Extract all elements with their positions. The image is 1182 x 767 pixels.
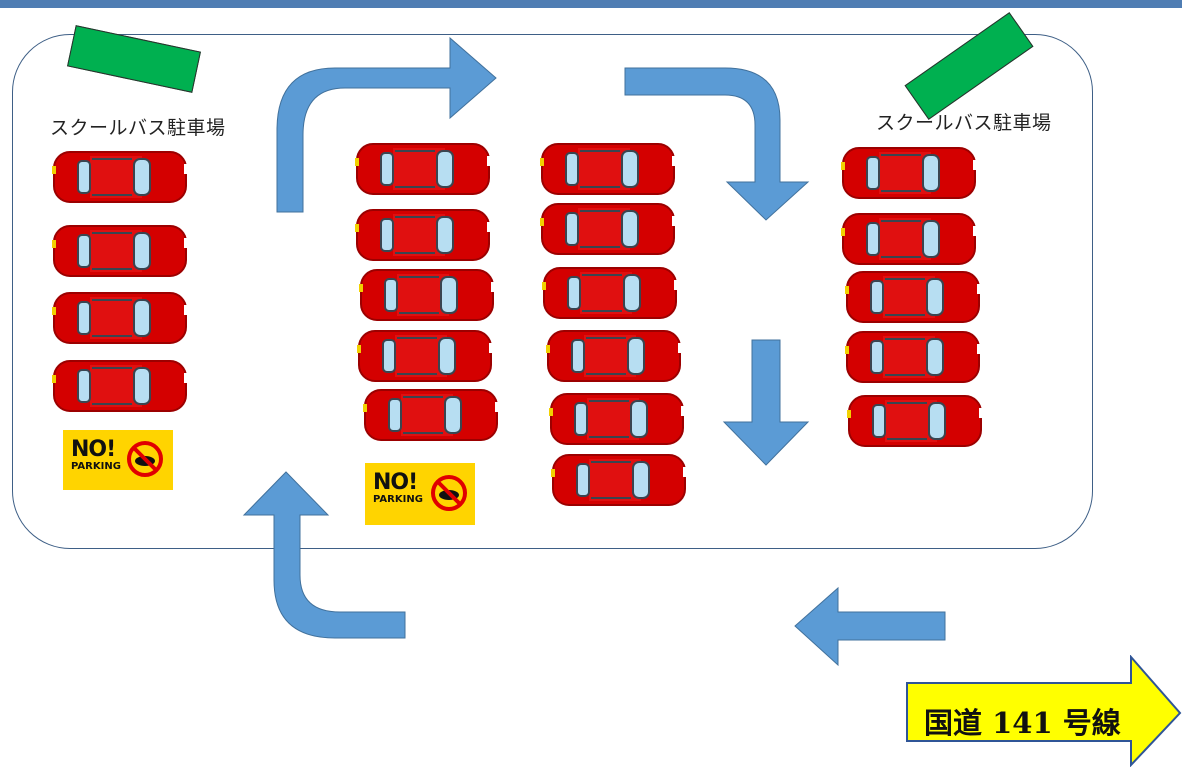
car [843, 328, 983, 386]
car [50, 222, 190, 280]
car [839, 210, 979, 268]
no-parking-sign-sub: PARKING [373, 494, 423, 505]
car [50, 357, 190, 415]
car [845, 392, 985, 450]
car [353, 140, 493, 198]
no-parking-icon [431, 475, 467, 511]
car [839, 144, 979, 202]
car [353, 206, 493, 264]
no-parking-sign-left: NO! PARKING [63, 430, 173, 490]
route-sign-arrow-icon [906, 655, 1182, 767]
arrow-left-icon [794, 586, 946, 667]
bus-parking-label-right: スクールバス駐車場 [876, 112, 1052, 134]
car [540, 264, 680, 322]
car [538, 200, 678, 258]
route-label: 国道 141 号線 [924, 706, 1121, 740]
car [357, 266, 497, 324]
top-border [0, 0, 1182, 8]
car [843, 268, 983, 326]
no-parking-sign-main: NO! [373, 470, 418, 495]
car [544, 327, 684, 385]
car [50, 148, 190, 206]
bus-parking-label-left: スクールバス駐車場 [50, 117, 226, 139]
car [538, 140, 678, 198]
car [547, 390, 687, 448]
no-parking-icon [127, 441, 163, 477]
car [361, 386, 501, 444]
car [549, 451, 689, 509]
no-parking-sign-sub: PARKING [71, 461, 121, 472]
no-parking-sign-center: NO! PARKING [365, 463, 475, 525]
parking-lot-outline [12, 34, 1093, 549]
no-parking-sign-main: NO! [71, 437, 116, 462]
car [50, 289, 190, 347]
car [355, 327, 495, 385]
